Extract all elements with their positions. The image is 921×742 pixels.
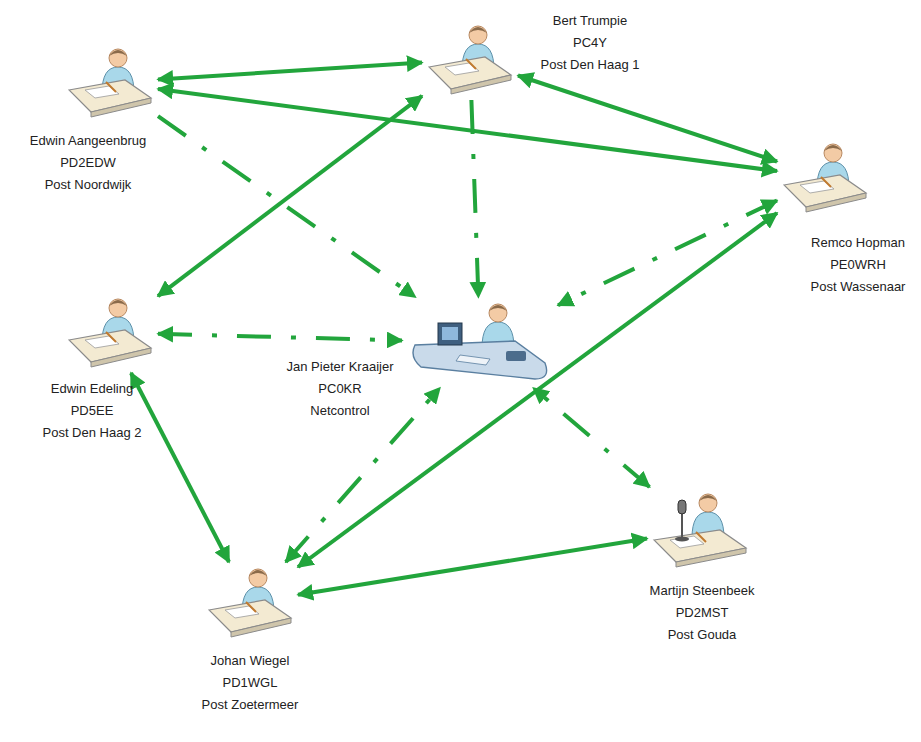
post-label: Martijn SteenbeekPD2MSTPost Gouda	[650, 580, 755, 646]
post-name: Post Gouda	[668, 624, 737, 646]
operator-icon	[425, 22, 515, 97]
operator-post: Remco HopmanPE0WRHPost Wassenaar	[780, 140, 870, 215]
operator-name: Edwin Edeling	[51, 378, 133, 400]
call-sign: PD2EDW	[60, 152, 116, 174]
netcontrol-link	[158, 116, 415, 297]
operator-post: Edwin AangeenbrugPD2EDWPost Noordwijk	[65, 45, 155, 120]
call-sign: PC0KR	[318, 378, 361, 400]
operator-name: Johan Wiegel	[211, 650, 290, 672]
operator-post: Bert TrumpiePC4YPost Den Haag 1	[425, 22, 515, 97]
radio-link	[158, 96, 422, 296]
call-sign: PD1WGL	[223, 672, 278, 694]
post-name: Post Den Haag 1	[540, 54, 639, 76]
operator-post: Martijn SteenbeekPD2MSTPost Gouda	[650, 490, 750, 570]
post-label: Remco HopmanPE0WRHPost Wassenaar	[811, 232, 906, 298]
operator-icon	[650, 490, 750, 570]
operator-name: Remco Hopman	[811, 232, 905, 254]
operator-name: Bert Trumpie	[553, 10, 627, 32]
post-label: Jan Pieter KraaijerPC0KRNetcontrol	[287, 356, 394, 422]
operator-icon	[65, 295, 155, 370]
radio-link	[518, 76, 777, 162]
operator-name: Jan Pieter Kraaijer	[287, 356, 394, 378]
operator-icon	[65, 45, 155, 120]
post-label: Bert TrumpiePC4YPost Den Haag 1	[540, 10, 639, 76]
netcontrol-link	[558, 201, 777, 306]
operator-name: Edwin Aangeenbrug	[30, 130, 146, 152]
post-name: Post Zoetermeer	[202, 694, 299, 716]
netcontrol-link	[471, 100, 478, 297]
post-name: Netcontrol	[310, 400, 369, 422]
call-sign: PD2MST	[676, 602, 729, 624]
radio-link	[158, 63, 422, 80]
post-label: Edwin EdelingPD5EEPost Den Haag 2	[42, 378, 141, 444]
netcontrol-link	[533, 388, 649, 487]
netcontrol-link	[286, 388, 440, 562]
post-name: Post Den Haag 2	[42, 422, 141, 444]
operator-post: Edwin EdelingPD5EEPost Den Haag 2	[65, 295, 155, 370]
post-label: Johan WiegelPD1WGLPost Zoetermeer	[202, 650, 299, 716]
call-sign: PC4Y	[573, 32, 607, 54]
operator-post: Johan WiegelPD1WGLPost Zoetermeer	[205, 565, 295, 640]
post-label: Edwin AangeenbrugPD2EDWPost Noordwijk	[30, 130, 146, 196]
netcontrol-post: Jan Pieter KraaijerPC0KRNetcontrol	[405, 300, 555, 385]
call-sign: PD5EE	[71, 400, 114, 422]
operator-name: Martijn Steenbeek	[650, 580, 755, 602]
radio-link	[131, 373, 229, 562]
call-sign: PE0WRH	[830, 254, 886, 276]
post-name: Post Wassenaar	[811, 276, 906, 298]
operator-icon	[780, 140, 870, 215]
post-name: Post Noordwijk	[45, 174, 132, 196]
netcontrol-icon	[405, 300, 555, 385]
operator-icon	[205, 565, 295, 640]
netcontrol-link	[158, 334, 402, 341]
radio-link	[298, 539, 647, 595]
